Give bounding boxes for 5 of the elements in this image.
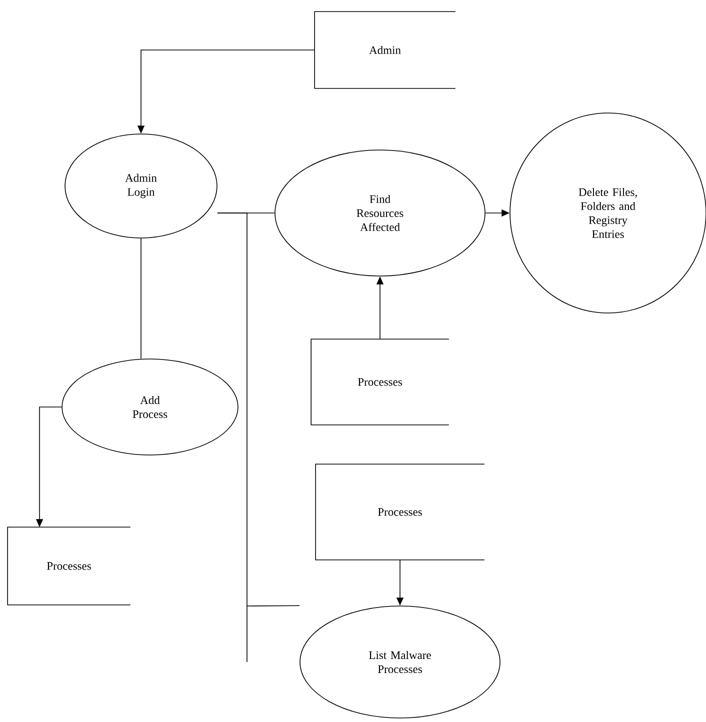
data-store: Admin	[314, 11, 456, 89]
data-store: Processes	[315, 464, 485, 560]
data-store: Processes	[7, 526, 131, 606]
arrow	[217, 212, 300, 662]
data-store: Processes	[310, 338, 450, 426]
